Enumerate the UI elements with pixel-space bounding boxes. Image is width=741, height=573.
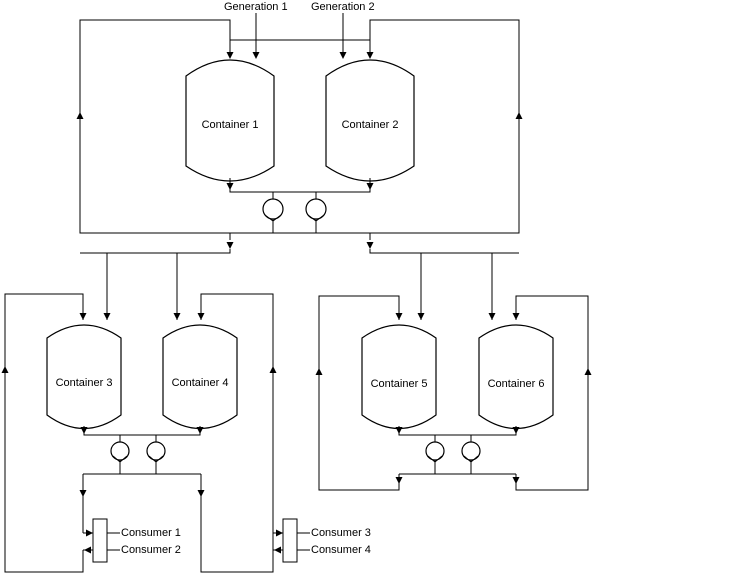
flow-arrow-left xyxy=(84,546,91,554)
pump-suction-lines xyxy=(272,192,317,200)
distribution-header xyxy=(80,249,519,254)
pump-suction-lines xyxy=(119,435,157,442)
recirculation-line-left xyxy=(79,19,231,240)
inlet-arrow xyxy=(252,52,260,59)
flow-arrow-right xyxy=(86,529,93,537)
flow-arrow-up xyxy=(1,366,9,373)
consumer-1-label: Consumer 1 xyxy=(121,527,181,539)
flow-arrow-down xyxy=(79,490,87,497)
flow-arrow-down xyxy=(512,477,520,484)
inlet-arrow xyxy=(512,313,520,320)
flow-arrow-up xyxy=(269,366,277,373)
outlet-manifold xyxy=(83,426,201,436)
outlet-arrow xyxy=(512,427,520,434)
outlet-arrow xyxy=(80,427,88,434)
container-4 xyxy=(162,324,238,430)
flow-arrow-up xyxy=(76,112,84,119)
outlet-manifold xyxy=(229,178,371,193)
loop-line-left xyxy=(318,295,400,491)
container-3 xyxy=(46,324,122,430)
outlet-arrow xyxy=(366,183,374,190)
container-2 xyxy=(325,59,415,182)
container-3-label: Container 3 xyxy=(56,377,113,389)
inlet-arrow xyxy=(197,313,205,320)
recirculation-line-right xyxy=(369,19,520,240)
pump xyxy=(305,198,327,222)
loop-line-right xyxy=(515,295,589,491)
pump xyxy=(461,441,481,463)
outlet-arrow xyxy=(226,183,234,190)
flow-arrow-down xyxy=(197,490,205,497)
pump xyxy=(146,441,166,463)
inlet-arrow xyxy=(226,52,234,59)
top-section: Generation 1 Generation 2 Container 1 Co… xyxy=(76,1,523,308)
consumer-block xyxy=(282,518,298,563)
container-5-label: Container 5 xyxy=(371,378,428,390)
outlet-arrow xyxy=(196,427,204,434)
container-6 xyxy=(478,324,554,430)
outlet-arrow xyxy=(395,427,403,434)
generation-1-label: Generation 1 xyxy=(224,1,288,13)
consumer-3-label: Consumer 3 xyxy=(311,527,371,539)
loop-line-right xyxy=(200,293,274,573)
consumer-header xyxy=(83,460,201,475)
return-header xyxy=(399,460,516,475)
right-subsystem: Container 5 Container 6 xyxy=(315,295,592,491)
flow-arrow-down xyxy=(226,242,234,249)
container-1 xyxy=(185,59,275,182)
inlet-arrow xyxy=(339,52,347,59)
consumer-4-label: Consumer 4 xyxy=(311,544,371,556)
pump xyxy=(262,198,284,222)
container-6-label: Container 6 xyxy=(488,378,545,390)
flow-arrow-right xyxy=(276,529,283,537)
flow-arrow-up xyxy=(584,368,592,375)
inlet-arrow xyxy=(395,313,403,320)
consumer-2-label: Consumer 2 xyxy=(121,544,181,556)
container-2-label: Container 2 xyxy=(342,119,399,131)
inlet-arrow xyxy=(366,52,374,59)
generation-2-label: Generation 2 xyxy=(311,1,375,13)
outlet-manifold xyxy=(398,426,517,436)
top-inlet-bus xyxy=(229,39,371,58)
container-5 xyxy=(361,324,437,430)
container-1-label: Container 1 xyxy=(202,119,259,131)
pump-suction-lines xyxy=(434,435,472,442)
inlet-arrow xyxy=(79,313,87,320)
flow-arrow-left xyxy=(274,546,281,554)
left-subsystem: Container 3 Container 4 Consumer 1 Consu… xyxy=(1,293,371,573)
flow-arrow-up xyxy=(315,368,323,375)
feed-lines xyxy=(106,253,493,308)
container-4-label: Container 4 xyxy=(172,377,229,389)
discharge-manifold xyxy=(230,219,370,234)
loop-line-left xyxy=(4,293,84,573)
pump xyxy=(425,441,445,463)
feed-lines xyxy=(420,308,493,320)
consumer-block xyxy=(92,518,108,563)
pump xyxy=(110,441,130,463)
flow-arrow-up xyxy=(515,112,523,119)
flow-arrow-down xyxy=(395,477,403,484)
feed-lines xyxy=(106,308,178,320)
flow-arrow-down xyxy=(366,242,374,249)
